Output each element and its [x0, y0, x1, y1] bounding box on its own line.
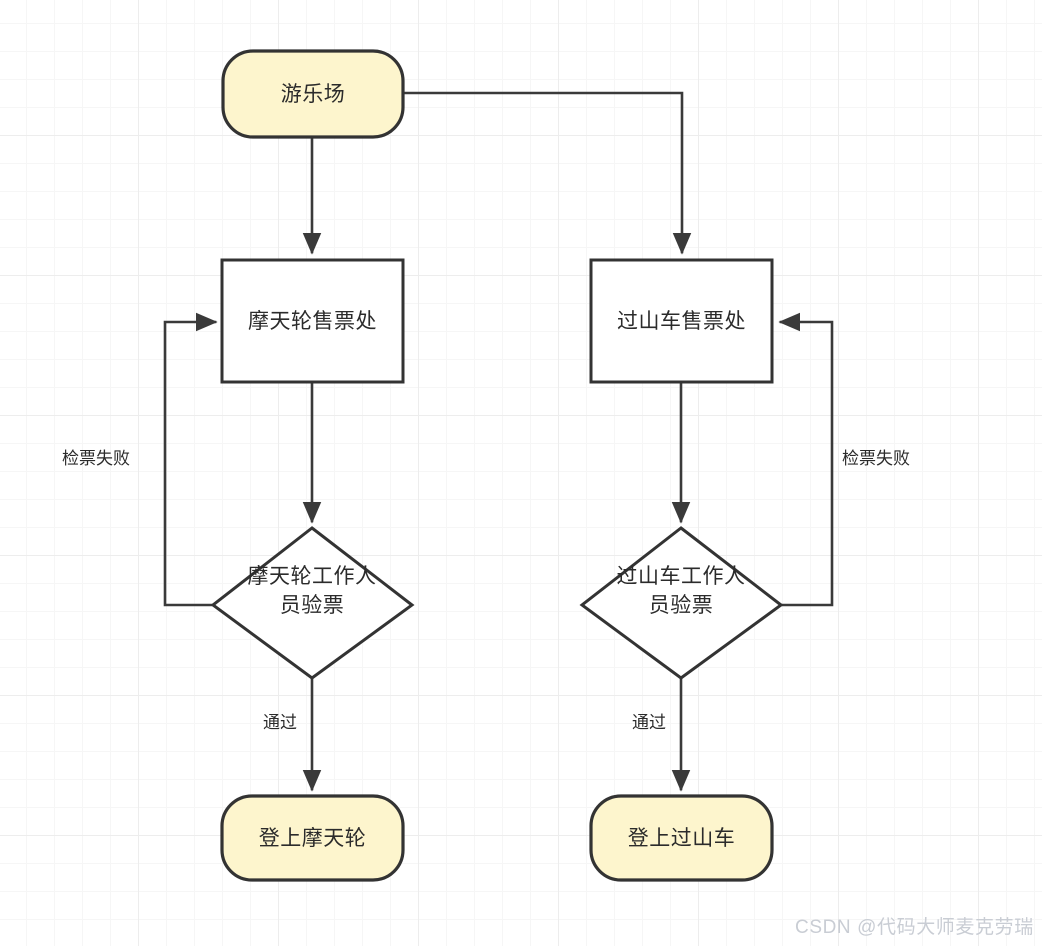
node-coaster-ticket[interactable]	[589, 258, 774, 384]
csdn-watermark: CSDN @代码大师麦克劳瑞	[795, 917, 1034, 938]
node-ferris-check[interactable]	[210, 526, 415, 680]
node-ferris-end[interactable]	[220, 794, 405, 882]
edge-label-ferris-check-fail: 检票失败	[62, 449, 130, 468]
edge-coaster-check-fail	[778, 312, 834, 607]
node-coaster-check[interactable]	[579, 526, 784, 680]
node-coaster-end[interactable]	[589, 794, 774, 882]
node-ferris-ticket[interactable]	[220, 258, 405, 384]
edge-start-to-coaster-ticket	[401, 91, 692, 255]
node-start[interactable]	[221, 49, 405, 139]
edge-ferris-check-fail	[163, 312, 218, 607]
edge-label-ferris-check-pass: 通过	[263, 713, 297, 732]
edge-label-coaster-check-pass: 通过	[632, 713, 666, 732]
edge-label-coaster-check-fail: 检票失败	[842, 449, 910, 468]
